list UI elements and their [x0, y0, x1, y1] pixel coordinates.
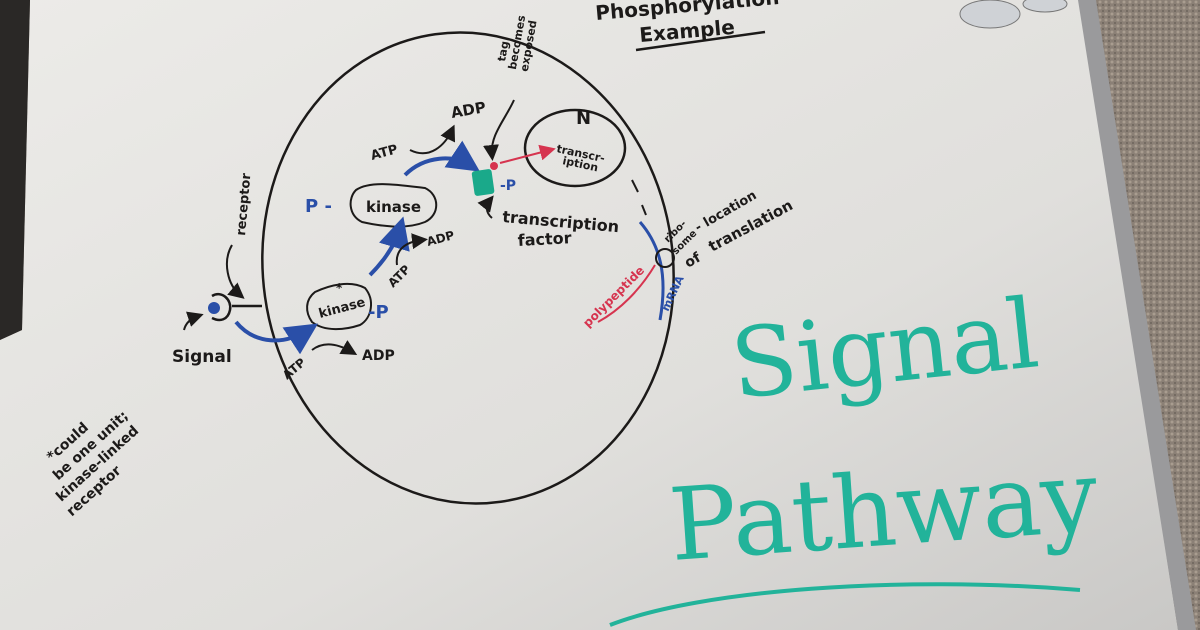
signal-arrow: [183, 311, 204, 331]
tf-phosphate: -P: [500, 178, 516, 194]
title-underline: [635, 30, 766, 52]
lower-kinase-star: *: [336, 281, 343, 295]
tf-to-nucleus-arrow: [499, 144, 556, 164]
board-frame: [1078, 0, 1196, 630]
lower-to-upper-kinase-arrow: [368, 216, 410, 277]
tf-label-2: factor: [517, 228, 572, 250]
polypeptide-strand: [597, 264, 656, 323]
magnet: [959, 0, 1021, 29]
mrna-strand: [638, 221, 665, 321]
receptor-label: receptor: [234, 172, 254, 236]
receptor-arrow: [225, 244, 245, 299]
adp-top: ADP: [450, 98, 488, 122]
nucleus-label: N: [576, 108, 591, 129]
lower-kinase-blob: [306, 282, 372, 331]
atp-adp-arrow-mid: [395, 233, 428, 266]
lower-kinase-phosphate: -P: [368, 302, 389, 323]
tag-arrow: [483, 99, 515, 161]
upper-kinase-label: kinase: [366, 198, 421, 216]
exposed-tag: [490, 162, 498, 170]
kinase-to-tf-arrow: [403, 140, 480, 177]
atp-top: ATP: [369, 142, 399, 164]
atp-adp-arrow-top: [409, 124, 456, 155]
ribosome: [655, 248, 675, 268]
cell-membrane: [261, 31, 675, 505]
receptor-to-kinase-arrow: [234, 320, 319, 355]
dashed-path: [631, 179, 639, 193]
upper-kinase-phosphate: P -: [305, 196, 332, 217]
signal-molecule: [208, 302, 220, 314]
adp-low: ADP: [362, 348, 395, 364]
atp-adp-arrow-low: [311, 340, 358, 356]
tf-label-arrow: [477, 195, 494, 219]
magnet: [1022, 0, 1068, 13]
transcription-factor-shape: [471, 169, 495, 196]
receptor-shape: [211, 293, 232, 322]
board-left-edge: [0, 0, 30, 340]
underline-scribble: [609, 582, 1081, 627]
svg-text:tag: tag: [495, 40, 511, 63]
nucleus: [523, 108, 627, 188]
signal-label: Signal: [172, 347, 232, 367]
upper-kinase-blob: [349, 183, 438, 228]
dashed-path: [641, 204, 647, 216]
